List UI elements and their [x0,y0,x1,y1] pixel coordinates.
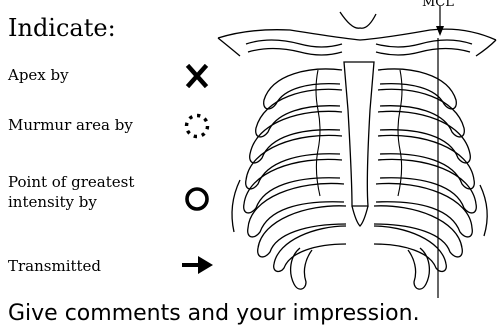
mcl-arrow-head [436,26,444,36]
neck-outline [340,12,376,28]
left-ribs [244,69,346,289]
mcl-label: MCL [422,0,454,10]
transmitted-label: Transmitted [8,257,101,276]
pmi-label-line2: intensity by [8,193,97,212]
sternum [344,62,374,226]
right-arrow-icon [180,254,214,276]
page-title: Indicate: [8,14,116,42]
rib-cage-diagram: MCL [210,0,502,298]
instruction-text: Give comments and your impression. [8,300,420,328]
pmi-label-line1: Point of greatest [8,173,134,192]
murmur-area-label: Murmur area by [8,116,133,135]
open-circle-icon [183,185,211,213]
dotted-circle-icon [183,112,211,140]
apex-label: Apex by [8,66,69,85]
right-ribs [374,69,476,289]
x-mark-icon [184,64,210,88]
